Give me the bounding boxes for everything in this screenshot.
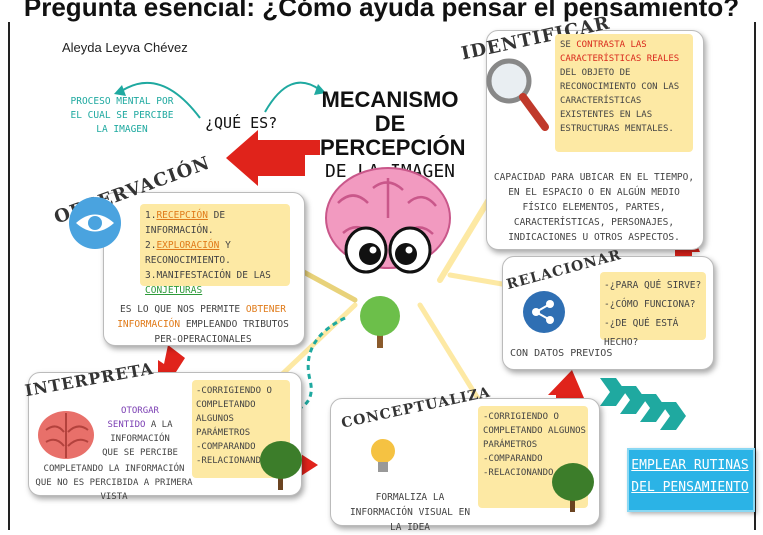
curve-arrow-definition: [119, 81, 201, 119]
emplear-line2: DEL PENSAMIENTO: [631, 480, 749, 495]
observacion-note: [140, 204, 290, 286]
identificar-body: CAPACIDAD PARA UBICAR EN EL TIEMPO, EN E…: [493, 172, 695, 243]
conceptualiza-note-text: -CORRIGIENDO O COMPLETANDO ALGUNOS PARÁM…: [483, 410, 587, 480]
teal-chevrons: [600, 378, 686, 430]
relacionar-q1: -¿PARA QUÉ SIRVE?: [604, 280, 702, 291]
conceptualiza-body: FORMALIZA LA INFORMACIÓN VISUAL EN LA ID…: [349, 492, 471, 533]
definition-text: PROCESO MENTAL POR EL CUAL SE PERCIBE LA…: [70, 96, 174, 135]
author-name: Aleyda Leyva Chévez: [62, 40, 188, 55]
observacion-item-1: 1.RECEPCIÓN DE INFORMACIÓN.: [145, 210, 226, 236]
identificar-note-highlight: CONTRASTA LAS CARACTERÍSTICAS REALES: [560, 40, 680, 64]
identificar-note: [555, 34, 693, 152]
diagram-frame: [8, 22, 756, 530]
relacionar-questions: -¿PARA QUÉ SIRVE? -¿CÓMO FUNCIONA? -¿DE …: [604, 276, 706, 352]
magnifier-icon: [486, 58, 549, 131]
relacionar-note: [600, 272, 706, 340]
center-line1: MECANISMO: [321, 87, 459, 112]
share-icon: [523, 291, 565, 333]
tree-icon: [360, 296, 400, 348]
eye-icon: [69, 197, 121, 249]
center-line2: DE PERCEPCIÓN: [320, 111, 466, 160]
emplear-box: [627, 448, 755, 512]
identificar-note-text: SE CONTRASTA LAS CARACTERÍSTICAS REALES …: [560, 38, 692, 136]
conceptualiza-n3: -RELACIONANDO: [483, 468, 554, 478]
identificar-note-pre: SE: [560, 40, 577, 50]
relacionar-body: CON DATOS PREVIOS: [510, 348, 613, 359]
interpreta-n2: -COMPARANDO: [196, 442, 256, 452]
red-arrow-center: [226, 130, 320, 186]
brain-mascot: [325, 167, 451, 274]
interpreta-n3: -RELACIONANDO: [196, 456, 267, 466]
curve-arrow-que-es: [264, 81, 321, 113]
interpreta-n1: -CORRIGIENDO O COMPLETANDO ALGUNOS PARÁM…: [196, 386, 272, 438]
interpreta-text: OTORGAR SENTIDO A LA INFORMACIÓN QUE SE …: [102, 406, 178, 458]
identificar-note-post: DEL OBJETO DE RECONOCIMIENTO CON LAS CAR…: [560, 68, 680, 134]
observacion-list: 1.RECEPCIÓN DE INFORMACIÓN. 2.EXPLORACIÓ…: [145, 208, 290, 298]
emplear-text: EMPLEAR RUTINAS DEL PENSAMIENTO: [630, 455, 750, 499]
conceptualiza-n1: -CORRIGIENDO O COMPLETANDO ALGUNOS PARÁM…: [483, 412, 586, 450]
relacionar-q2: -¿CÓMO FUNCIONA?: [604, 299, 696, 310]
observacion-item-3: 3.MANIFESTACIÓN DE LAS CONJETURAS: [145, 270, 271, 296]
conceptualiza-n2: -COMPARANDO: [483, 454, 543, 464]
relacionar-q3: -¿DE QUÉ ESTÁ HECHO?: [604, 318, 679, 348]
que-es-label: ¿QUÉ ES?: [205, 114, 278, 132]
observacion-body: ES LO QUE NOS PERMITE OBTENER INFORMACIÓ…: [117, 304, 289, 345]
interpreta-note-text: -CORRIGIENDO O COMPLETANDO ALGUNOS PARÁM…: [196, 384, 288, 468]
tree-icon-interpreta: [260, 441, 302, 490]
observacion-item-2: 2.EXPLORACIÓN Y RECONOCIMIENTO.: [145, 240, 231, 266]
interpreta-body: COMPLETANDO LA INFORMACIÓN QUE NO ES PER…: [35, 464, 193, 502]
emplear-line1: EMPLEAR RUTINAS: [631, 458, 749, 473]
tree-icon-conceptualiza: [552, 463, 594, 512]
brain-icon: [38, 411, 94, 459]
page-title: Pregunta esencial: ¿Cómo ayuda pensar el…: [23, 0, 740, 22]
lightbulb-icon: [371, 439, 395, 472]
